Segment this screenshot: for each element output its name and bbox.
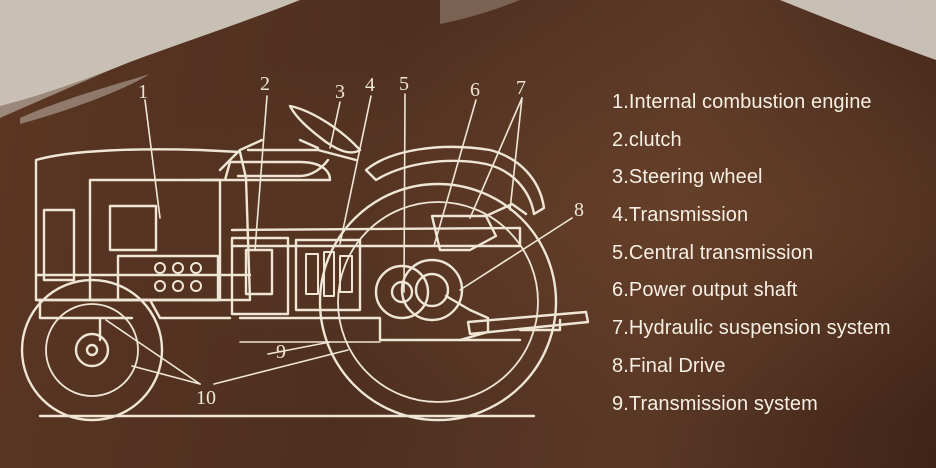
callout-9: 9 (276, 341, 286, 363)
legend-item-central-transmission: 5.Central transmission (612, 241, 814, 264)
radiator-grille (42, 208, 76, 282)
legend-item-transmission-system: 9.Transmission system (612, 392, 818, 415)
fender (364, 145, 546, 216)
rear-wheel (318, 182, 558, 422)
callout-1: 1 (138, 81, 148, 103)
steering-column (246, 148, 358, 162)
transmission-box (294, 238, 362, 312)
parts-legend: 1.Internal combustion engine 2.clutch 3.… (612, 92, 891, 431)
callout-7: 7 (516, 77, 526, 99)
callout-8: 8 (574, 199, 584, 221)
callout-10: 10 (196, 387, 216, 409)
legend-item-final-drive: 8.Final Drive (612, 354, 726, 377)
legend-item-hydraulic-suspension: 7.Hydraulic suspension system (612, 317, 891, 340)
seat (236, 158, 330, 178)
callout-4: 4 (365, 74, 375, 96)
callout-5: 5 (399, 73, 409, 95)
legend-item-power-output-shaft: 6.Power output shaft (612, 279, 798, 302)
callout-labels: 1 2 3 4 5 6 7 8 9 10 (138, 73, 584, 409)
callout-2: 2 (260, 73, 270, 95)
callout-3: 3 (335, 81, 345, 103)
legend-item-transmission: 4.Transmission (612, 204, 749, 227)
final-drive-gear (400, 258, 464, 322)
steering-wheel (288, 104, 362, 154)
central-gear (374, 264, 430, 320)
legend-item-steering-wheel: 3.Steering wheel (612, 166, 763, 189)
clutch-housing (230, 236, 290, 316)
callout-6: 6 (470, 79, 480, 101)
hydraulic-lift (430, 214, 498, 252)
front-wheel (20, 278, 164, 422)
legend-item-clutch: 2.clutch (612, 128, 682, 151)
legend-item-engine: 1.Internal combustion engine (612, 91, 872, 113)
pto-shaft (466, 310, 590, 336)
hood-outline (34, 148, 252, 302)
